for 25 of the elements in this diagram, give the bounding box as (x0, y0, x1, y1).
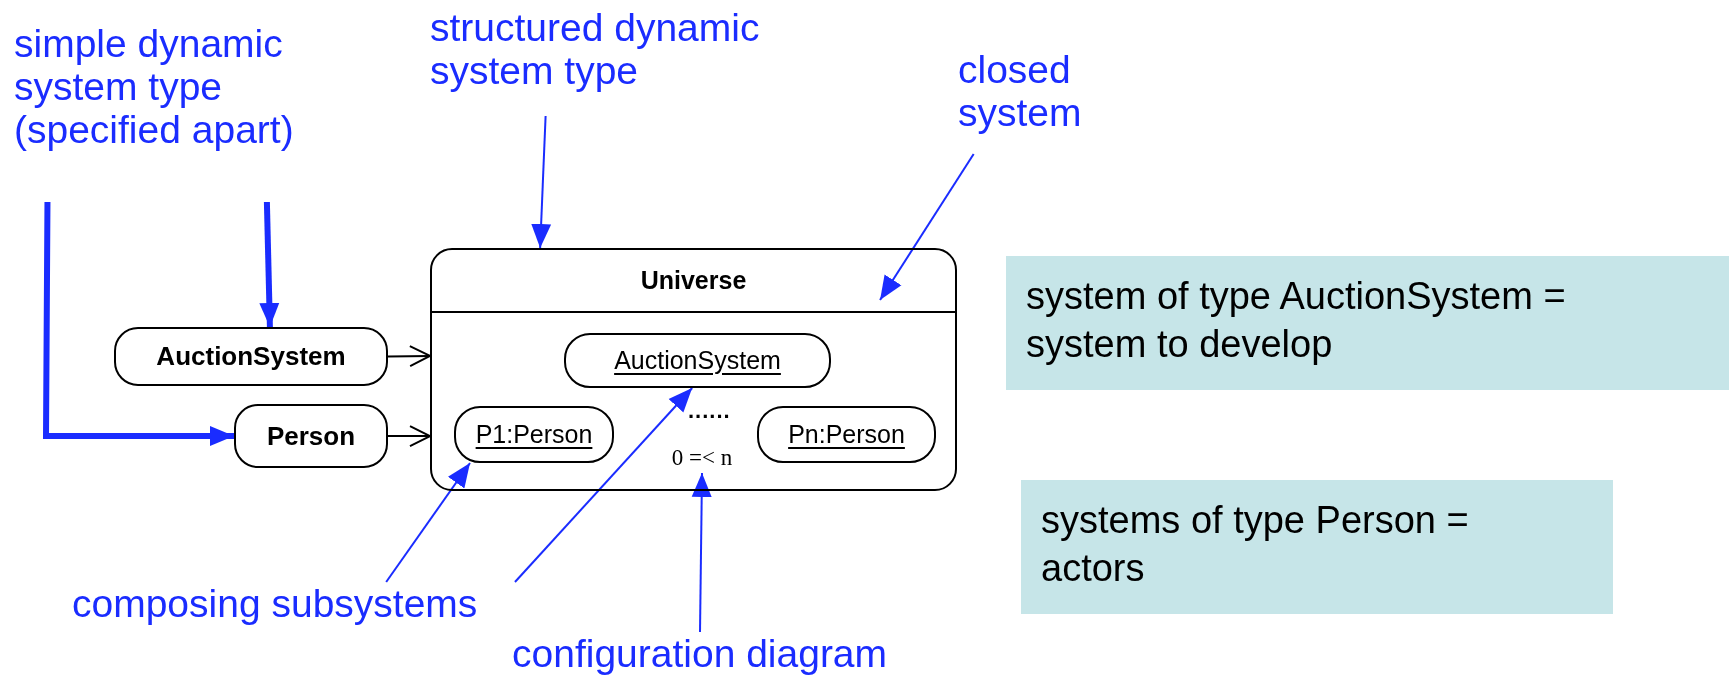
annotation-text: structured dynamic system type (430, 6, 830, 116)
frame-title: Universe (640, 264, 747, 296)
annotation-text: composing subsystems (72, 582, 532, 628)
arrow (879, 153, 975, 301)
annotation-text: simple dynamic system type (specified apart) (14, 22, 359, 202)
type-box: Person (234, 404, 388, 468)
generalization-arrow (387, 425, 431, 448)
multiplicity-text: 0 =< n (654, 443, 750, 473)
instance-box: P1:Person (454, 406, 614, 463)
arrow (531, 115, 552, 249)
type-box: AuctionSystem (114, 327, 388, 386)
note-panel: systems of type Person = actors (1021, 480, 1613, 614)
instance-box: AuctionSystem (564, 333, 831, 388)
annotation-text: configuration diagram (512, 632, 982, 678)
ellipsis-text: ...... (688, 400, 731, 422)
arrow (514, 387, 694, 583)
note-panel: system of type AuctionSystem = system to develop (1006, 256, 1729, 390)
annotation-text: closed system (958, 48, 1103, 154)
arrow (259, 201, 280, 328)
arrow (691, 472, 712, 633)
generalization-arrow (387, 345, 431, 368)
arrow (43, 201, 234, 446)
system-frame (430, 248, 957, 491)
instance-box: Pn:Person (757, 406, 936, 463)
arrow (385, 462, 471, 583)
